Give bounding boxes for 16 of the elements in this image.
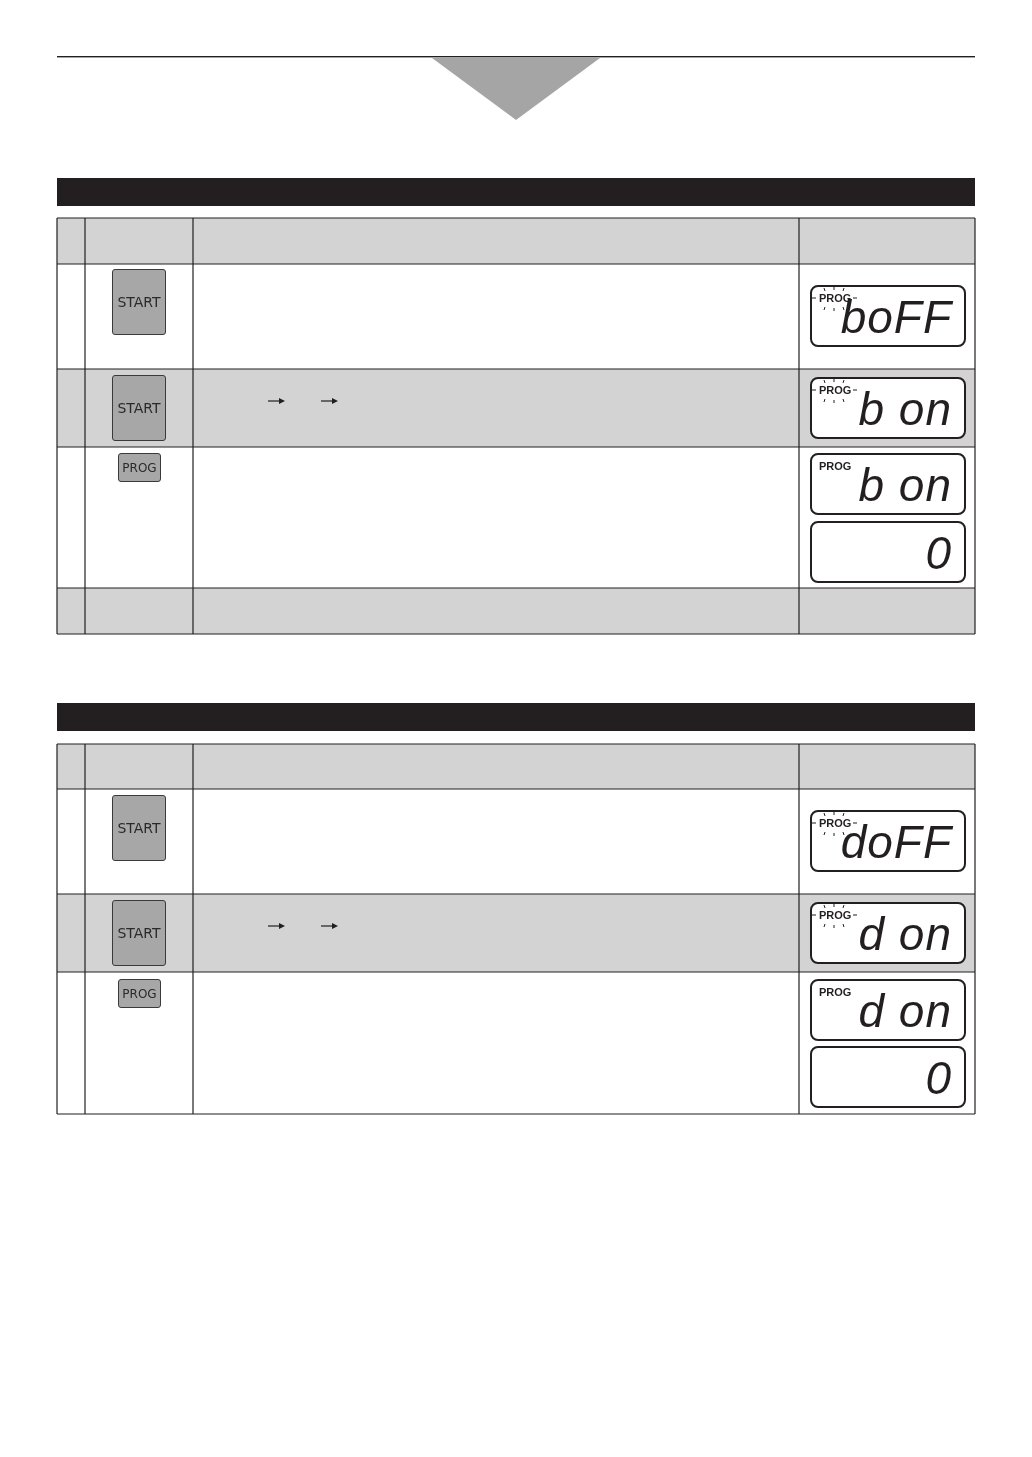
display-readout: b on (858, 386, 952, 432)
panel-button: START (112, 900, 166, 966)
display-readout: d on (858, 988, 952, 1034)
prog-indicator: PROG (819, 909, 852, 921)
display-readout: 0 (925, 1055, 952, 1101)
prog-indicator: PROG (819, 384, 852, 396)
display-readout: d on (858, 911, 952, 957)
panel-button: PROG (118, 453, 161, 482)
panel-button: PROG (118, 979, 161, 1008)
display-readout: 0 (925, 530, 952, 576)
panel-button: START (112, 269, 166, 335)
panel-button: START (112, 375, 166, 441)
display-readout: b on (858, 462, 952, 508)
prog-indicator: PROG (819, 460, 852, 472)
panel-button: START (112, 795, 166, 861)
prog-indicator: PROG (819, 986, 852, 998)
